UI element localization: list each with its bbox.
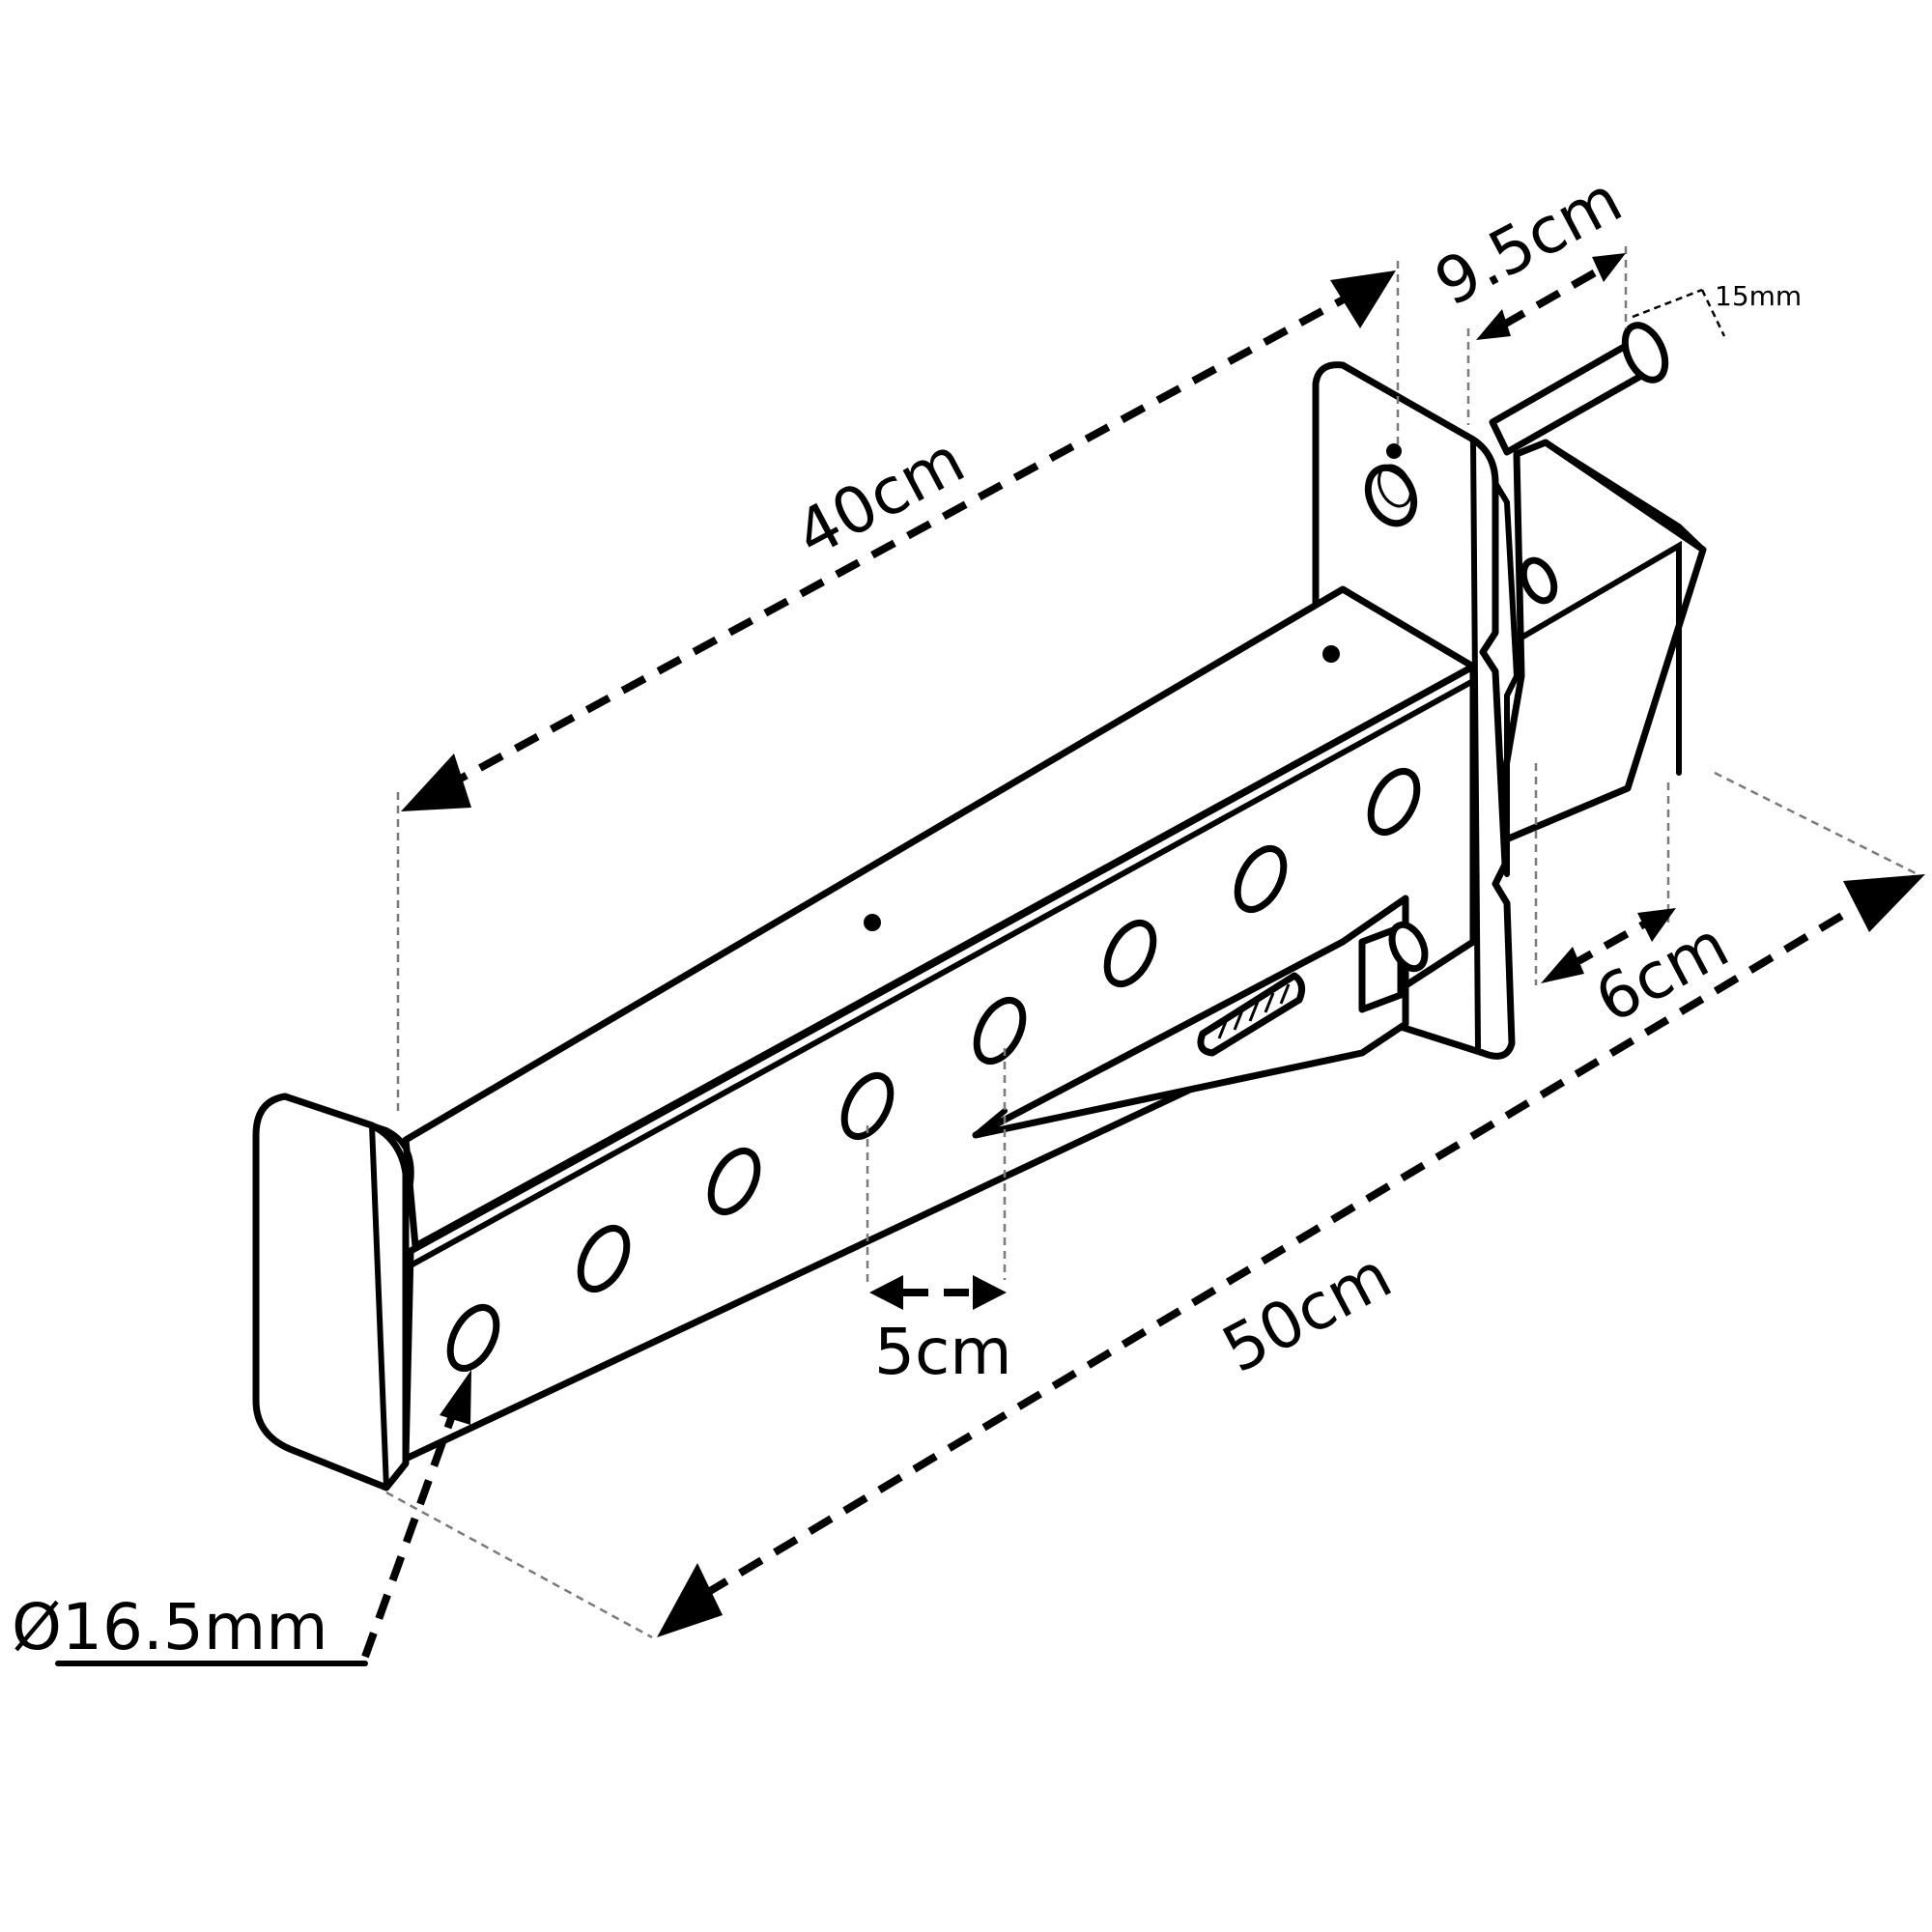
dimension-40-line <box>401 270 1396 811</box>
gusset-latch <box>972 895 1429 1139</box>
dimension-15mm-label: 15mm <box>1715 280 1802 312</box>
dimension-50-line <box>657 874 1925 1637</box>
dimension-5-label: 5cm <box>874 1315 1012 1389</box>
arrowhead-icon <box>973 1275 1007 1310</box>
arrowhead-icon <box>1541 947 1584 983</box>
arrowhead-icon <box>657 1563 723 1637</box>
extension-lines <box>385 246 1918 1639</box>
arrowhead-icon <box>1843 874 1925 932</box>
end-cap <box>252 1093 414 1492</box>
arm-hole-2 <box>577 1225 631 1293</box>
arrowhead-icon <box>869 1275 903 1310</box>
main-arm <box>402 585 1477 1463</box>
dimension-5-line <box>869 1275 1007 1310</box>
dimension-6-line <box>1541 908 1676 983</box>
arrowhead-icon <box>1637 908 1676 942</box>
dimension-diameter-leader <box>55 1370 471 1666</box>
arm-hole-1 <box>446 1304 500 1372</box>
arrowhead-icon <box>1330 270 1396 328</box>
dimension-15mm-line <box>1632 288 1726 337</box>
arrowhead-icon <box>1592 253 1626 282</box>
arm-hole-7 <box>1234 845 1288 913</box>
arm-hole-3 <box>707 1148 761 1215</box>
arrowhead-icon <box>440 1370 471 1425</box>
dimension-95-label: 9.5cm <box>1423 162 1634 321</box>
plate-top-dot <box>1386 443 1402 459</box>
hole-diameter-label: Ø16.5mm <box>12 1590 328 1664</box>
locking-pin <box>1489 322 1669 456</box>
arm-hole-6 <box>1103 920 1157 987</box>
arm-hole-5 <box>973 997 1027 1065</box>
arm-hole-4 <box>840 1072 895 1140</box>
arrowhead-icon <box>401 753 471 811</box>
arrowhead-icon <box>1476 309 1511 340</box>
spring-icon <box>1197 972 1306 1057</box>
dimension-50-label: 50cm <box>1210 1237 1403 1387</box>
sleeve-hole <box>1520 556 1558 605</box>
rear-sleeve <box>1489 439 1707 849</box>
dimension-95-line <box>1476 253 1626 340</box>
arm-hole-8 <box>1367 768 1421 836</box>
